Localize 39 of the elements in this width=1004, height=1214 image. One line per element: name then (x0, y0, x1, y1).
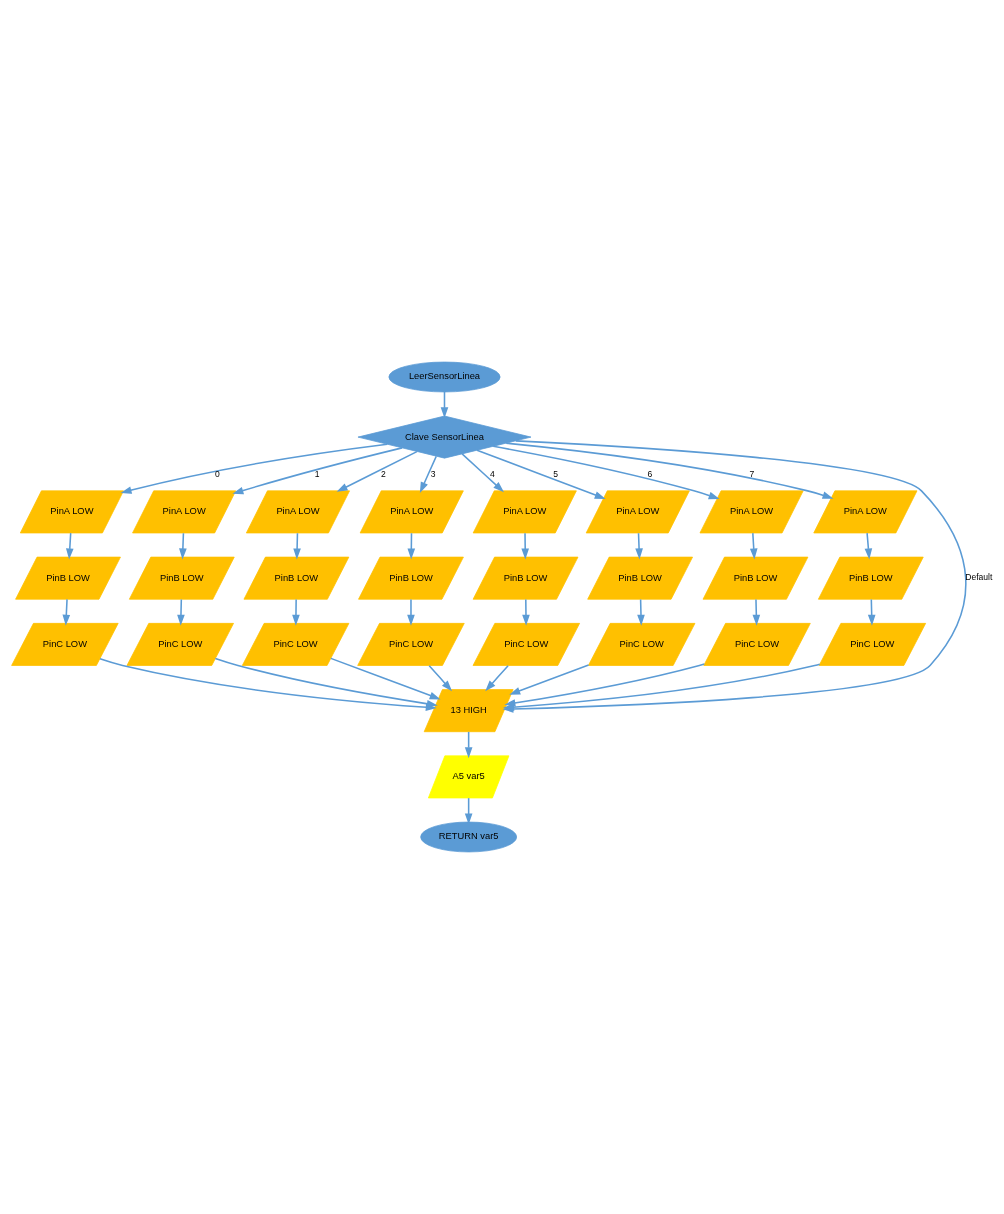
arrow (637, 598, 645, 626)
arrow (635, 532, 643, 560)
arrow (492, 445, 720, 500)
arrow (461, 453, 505, 493)
arrow (214, 657, 438, 708)
arrow (509, 664, 590, 695)
edge-label: 3 (430, 468, 436, 479)
arrow (407, 598, 415, 626)
arrow (232, 447, 403, 495)
arrow (749, 532, 758, 560)
arrow (62, 598, 71, 626)
arrow (292, 598, 300, 626)
arrow (522, 598, 530, 626)
arrow (120, 443, 388, 494)
arrow (428, 664, 453, 692)
arrow (864, 532, 873, 560)
arrow (179, 532, 187, 560)
arrow (485, 664, 509, 692)
node-diamond: Clave SensorLinea (357, 415, 532, 459)
edge-label: 2 (380, 468, 386, 479)
edge-label: 4 (490, 468, 495, 479)
arrow (65, 532, 74, 560)
arrow (505, 442, 834, 499)
arrow (419, 455, 437, 493)
arrow (293, 532, 301, 560)
arrow (177, 598, 185, 626)
edge-label: 0 (214, 468, 220, 479)
node-ellipse: LeerSensorLinea (388, 361, 501, 393)
node-ellipse: RETURN var5 (420, 821, 517, 853)
edge-label: 1 (314, 468, 320, 479)
arrow (752, 598, 761, 626)
arrow (476, 449, 606, 499)
edge-label: 5 (553, 468, 558, 479)
arrow (330, 657, 441, 700)
arrow (521, 532, 530, 560)
arrow (336, 450, 418, 492)
edge-label: 7 (749, 468, 755, 479)
edge-label: 6 (647, 468, 653, 479)
edge-label: Default (965, 572, 993, 583)
